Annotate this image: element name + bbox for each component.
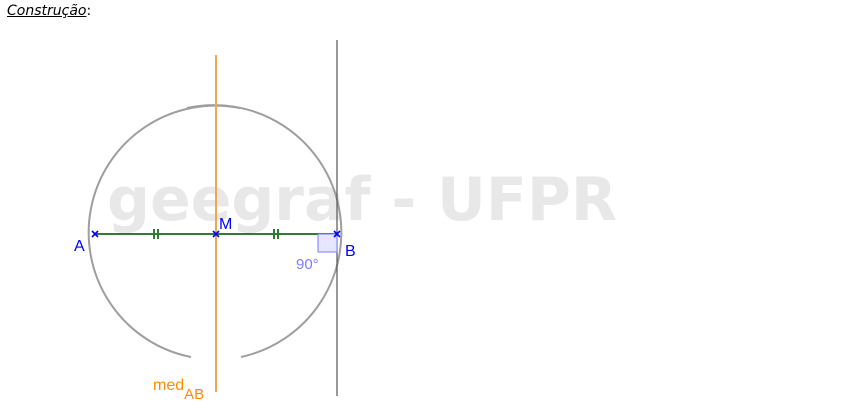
tick-mark-am (153, 229, 159, 239)
right-angle-marker (317, 233, 338, 253)
bisector-label: medAB (153, 377, 204, 403)
bisector-label-main: med (153, 377, 184, 394)
arc-left (87, 104, 241, 358)
bisector-label-subscript: AB (184, 386, 204, 403)
heading-word: Construção (7, 3, 87, 19)
point-m-label: M (219, 216, 232, 233)
construction-heading: Construção: (7, 3, 91, 19)
point-a-label: A (74, 238, 85, 255)
point-b-label: B (345, 243, 356, 260)
arc-right (186, 104, 343, 358)
tick-mark-mb (273, 229, 279, 239)
right-angle-label: 90° (296, 256, 319, 273)
heading-colon: : (86, 3, 92, 19)
point-b-marker (333, 230, 341, 238)
watermark-text: geegraf - UFPR (107, 165, 617, 235)
point-a-marker (91, 230, 99, 238)
point-m-marker (212, 230, 220, 238)
